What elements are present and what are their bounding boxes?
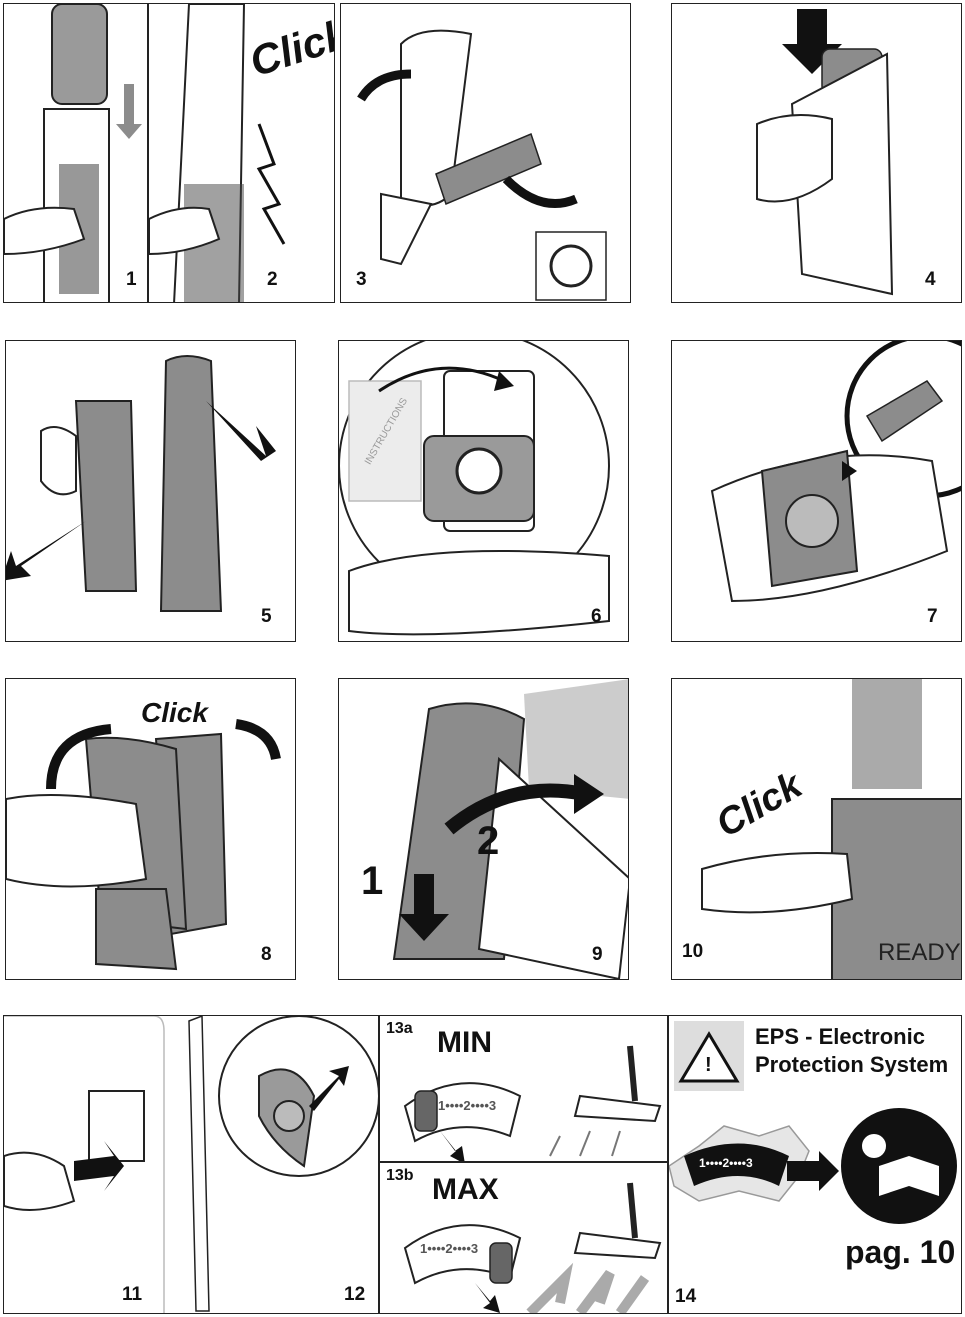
panel-13b-illustration [380, 1163, 668, 1314]
click-label: Click [141, 697, 208, 729]
panel-14: ! EPS - Electronic Protection System 1••… [668, 1015, 962, 1314]
panel-6: INSTRUCTIONS 6 [338, 340, 629, 642]
panel-8: Click 8 [5, 678, 296, 980]
step-number: 10 [682, 941, 703, 963]
power-scale: 1••••2••••3 [699, 1156, 753, 1170]
panel-13b: 13b MAX 1••••2••••3 [379, 1162, 668, 1314]
step-number: 9 [592, 944, 603, 966]
panel-tag: 13b [386, 1167, 414, 1185]
step-2-label: 2 [477, 819, 499, 864]
panel-7: 7 [671, 340, 962, 642]
ready-label: READY [878, 939, 961, 967]
step-number: 4 [925, 269, 936, 291]
panel-9: 1 2 9 [338, 678, 629, 980]
step-number: 14 [675, 1286, 696, 1308]
step-number-11: 11 [122, 1284, 142, 1306]
panel-1: 1 [3, 3, 148, 303]
step-number: 8 [261, 944, 272, 966]
panel-13a: 13a MIN 1••••2••••3 [379, 1015, 668, 1162]
panel-10-illustration [672, 679, 962, 980]
panel-6-illustration [339, 341, 629, 642]
panel-11-12-illustration [4, 1016, 379, 1314]
power-scale: 1••••2••••3 [420, 1241, 478, 1256]
panel-2: Click 2 [148, 3, 335, 303]
step-number: 7 [927, 606, 938, 628]
panel-3: 3 [340, 3, 631, 303]
panel-1-illustration [4, 4, 148, 303]
step-number: 2 [267, 269, 278, 291]
panel-10: Click READY 10 [671, 678, 962, 980]
power-scale: 1••••2••••3 [438, 1098, 496, 1113]
step-number: 1 [126, 269, 137, 291]
panel-4-illustration [672, 4, 962, 303]
step-number: 5 [261, 606, 272, 628]
panel-7-illustration [672, 341, 962, 642]
warning-mark: ! [705, 1054, 712, 1077]
panel-4: 4 [671, 3, 962, 303]
step-number: 3 [356, 269, 367, 291]
panel-3-illustration [341, 4, 631, 303]
step-number: 6 [591, 606, 602, 628]
eps-title-line-2: Protection System [755, 1052, 948, 1078]
mode-label: MAX [432, 1173, 499, 1207]
mode-label: MIN [437, 1026, 492, 1060]
panel-tag: 13a [386, 1020, 413, 1038]
panel-5: 5 [5, 340, 296, 642]
panel-11-12: 11 12 [3, 1015, 379, 1314]
eps-title-line-1: EPS - Electronic [755, 1024, 925, 1050]
page-reference: pag. 10 [845, 1234, 955, 1271]
panel-13a-illustration [380, 1016, 668, 1162]
panel-5-illustration [6, 341, 296, 642]
step-1-label: 1 [361, 859, 383, 904]
step-number-12: 12 [344, 1284, 365, 1306]
